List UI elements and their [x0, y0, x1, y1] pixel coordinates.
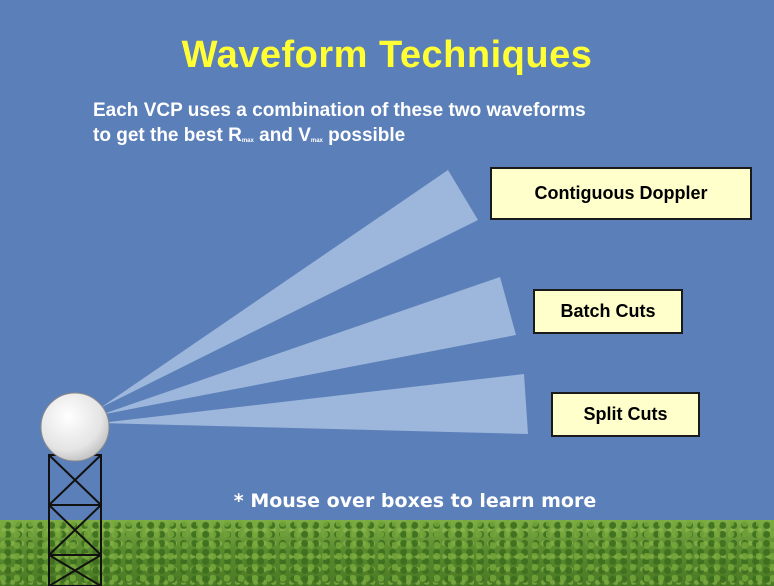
batch-cuts-button[interactable]: Batch Cuts	[533, 289, 683, 334]
slide-subtitle: Each VCP uses a combination of these two…	[93, 98, 586, 153]
contiguous-doppler-button[interactable]: Contiguous Doppler	[490, 167, 752, 220]
r-max-subscript: max	[241, 138, 254, 144]
beam-split-cuts	[100, 374, 528, 434]
mouseover-hint: * Mouse over boxes to learn more	[233, 490, 597, 512]
subtitle-line-2-prefix: to get the best R	[93, 125, 242, 146]
subtitle-line-2-suffix: possible	[322, 125, 406, 146]
radar-dome-icon	[40, 392, 110, 462]
grass-ground	[0, 520, 774, 586]
subtitle-line-2: to get the best Rmax and Vmax possible	[93, 123, 586, 153]
slide-title: Waveform Techniques	[181, 34, 593, 76]
beam-contiguous-doppler	[100, 170, 478, 408]
subtitle-line-1: Each VCP uses a combination of these two…	[93, 100, 586, 121]
subtitle-line-2-mid: and V	[253, 125, 311, 146]
v-max-subscript: max	[310, 138, 323, 144]
split-cuts-button[interactable]: Split Cuts	[551, 392, 700, 437]
beam-batch-cuts	[100, 277, 516, 415]
